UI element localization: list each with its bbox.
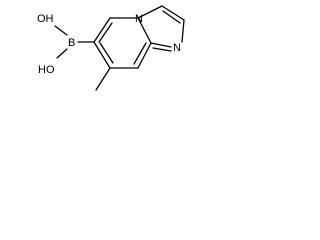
bond-c7-methyl: [95, 67, 111, 91]
atom-label-oh-top: OH: [37, 13, 54, 25]
bond-c3-c2-double: [162, 10, 181, 24]
chemical-structure: OH HO B N N: [37, 5, 185, 91]
bond-n4-c3: [137, 5, 163, 19]
bond-c2-n1: [181, 19, 185, 43]
atom-label-bridge-nitrogen: N: [135, 13, 143, 25]
bond-n1-c8a: [150, 42, 172, 48]
bond-b-oh-bottom: [56, 48, 68, 59]
bond-c6-c5-double: [98, 22, 113, 43]
bond-n1-c8a-double: [152, 47, 172, 52]
bond-c6-c5: [93, 17, 111, 43]
bond-c3-c2: [161, 5, 185, 21]
atom-label-imine-nitrogen: N: [173, 42, 181, 54]
bond-c7-c6-double: [99, 42, 114, 64]
atom-label-oh-bottom: HO: [38, 64, 55, 76]
bond-b-oh-top: [54, 25, 68, 36]
bond-c8a-c8-double: [133, 42, 147, 65]
bond-c7-c6: [93, 41, 111, 69]
atom-label-boron: B: [68, 37, 75, 49]
bond-n4-c8a: [137, 17, 152, 44]
bond-c8a-c8: [137, 42, 152, 69]
